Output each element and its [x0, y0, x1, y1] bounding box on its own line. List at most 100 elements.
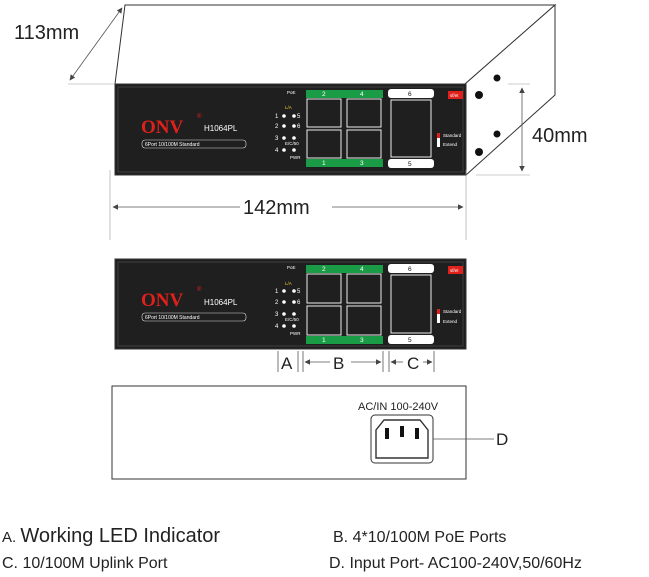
- uplink-port: [390, 274, 432, 334]
- port-number: 2: [322, 266, 326, 273]
- la-label: L/A: [285, 105, 292, 110]
- led-num: 4: [275, 324, 279, 330]
- led-dot: [282, 148, 286, 152]
- legend-text: 4*10/100M PoE Ports: [352, 529, 507, 546]
- led-num: 2: [275, 300, 279, 306]
- switch-option: Standard: [443, 133, 462, 138]
- depth-dimension-line: [69, 7, 123, 81]
- mode-switch: sf/et Standard Extend: [437, 266, 463, 324]
- switch-badge: [448, 266, 463, 274]
- vent-hole: [493, 74, 501, 82]
- switch-option: Standard: [443, 309, 462, 314]
- led-dot: [282, 312, 286, 316]
- led-indicator-group: PoE L/A 1 2 3 4 5 6 E/C/50 PWR: [275, 265, 301, 336]
- brand-logo: ONV: [141, 117, 184, 138]
- led-dot: [282, 289, 286, 293]
- ethernet-port: [306, 305, 342, 336]
- ethernet-port: [306, 129, 342, 159]
- legend-item-c: C. 10/100M Uplink Port: [2, 555, 167, 573]
- registered-mark: ®: [197, 286, 202, 293]
- switch-badge: [448, 91, 463, 99]
- legend-item-d: D. Input Port- AC100-240V,50/60Hz: [329, 555, 582, 573]
- led-dot: [292, 324, 296, 328]
- poe-label: PoE: [287, 90, 296, 95]
- callout-letter-a: A: [281, 354, 293, 373]
- port-label-strip: [306, 336, 383, 344]
- led-dot: [282, 136, 286, 140]
- height-dimension-text: 40mm: [532, 125, 588, 147]
- legend-prefix: B.: [333, 529, 353, 546]
- ethernet-port: [306, 273, 342, 304]
- port-number: 3: [360, 160, 364, 167]
- pwr-label: PWR: [290, 331, 301, 336]
- callout-letter-b: B: [333, 354, 344, 373]
- la-label: L/A: [285, 281, 292, 286]
- callout-letter-d: D: [496, 430, 508, 449]
- poe-label: PoE: [287, 265, 296, 270]
- led-num: 3: [275, 136, 279, 142]
- port-number: 1: [322, 160, 326, 167]
- led-num: 2: [275, 124, 279, 130]
- port-number: 5: [408, 161, 412, 168]
- led-num: 6: [297, 124, 301, 130]
- switch-badge-text: sf/et: [450, 268, 459, 273]
- led-dot: [282, 300, 286, 304]
- led-num: 3: [275, 312, 279, 318]
- led-dot: [292, 300, 296, 304]
- port-label-strip: [388, 335, 434, 344]
- led-num: 6: [297, 300, 301, 306]
- led-num: 1: [275, 114, 279, 120]
- legend-text: Working LED Indicator: [20, 525, 221, 547]
- port-label-strip: [388, 159, 434, 168]
- poe-port-block: 2 4 1 3: [306, 90, 383, 167]
- port-label-strip: [306, 159, 383, 167]
- legend-text: Input Port- AC100-240V,50/60Hz: [349, 555, 582, 572]
- legend-prefix: D.: [329, 555, 350, 572]
- led-dot: [292, 312, 296, 316]
- port-number: 4: [360, 91, 364, 98]
- port-number: 5: [408, 337, 412, 344]
- led-indicator-group: PoE L/A 1 2 3 4 5 6 E/C/50 PWR: [275, 90, 301, 160]
- callout-letter-c: C: [407, 354, 419, 373]
- led-dot: [292, 136, 296, 140]
- model-name: H1064PL: [204, 298, 238, 307]
- led-dot: [292, 289, 296, 293]
- port-number: 6: [408, 266, 412, 273]
- port-label-strip: [388, 264, 434, 273]
- led-dot: [292, 148, 296, 152]
- uplink-port: [390, 99, 432, 158]
- led-num: 4: [275, 148, 279, 154]
- callout-a: A: [277, 351, 299, 373]
- led-dot: [292, 114, 296, 118]
- vent-hole: [493, 130, 501, 138]
- socket-pin: [415, 428, 419, 439]
- port-number: 1: [322, 337, 326, 344]
- led-dot: [292, 124, 296, 128]
- pwr-label: PWR: [290, 155, 301, 160]
- ethernet-port: [306, 98, 342, 128]
- brand-logo: ONV: [141, 290, 184, 311]
- led-num: 5: [297, 114, 301, 120]
- ac-power-socket: [370, 414, 434, 464]
- socket-pin: [400, 426, 404, 437]
- vent-hole: [475, 91, 483, 99]
- ethernet-port: [346, 98, 382, 128]
- callout-c: C: [388, 351, 435, 373]
- uplink-port-block: 6 5: [388, 264, 434, 344]
- vent-hole: [475, 148, 483, 156]
- legend-prefix: A.: [2, 529, 21, 546]
- switch-lever: [437, 309, 440, 323]
- top-3d-view: ONV ® H1064PL 6Port 10/100M Standard PoE…: [14, 3, 588, 240]
- uplink-port-block: 6 5: [388, 89, 434, 168]
- registered-mark: ®: [197, 113, 202, 120]
- ethernet-port: [346, 305, 382, 336]
- slogan: 6Port 10/100M Standard: [145, 142, 200, 148]
- front-panel-view: ONV ® H1064PL 6Port 10/100M Standard PoE…: [114, 258, 467, 373]
- poe-port-block: 2 4 1 3: [306, 265, 383, 344]
- led-num: 5: [297, 289, 301, 295]
- legend-prefix: C.: [2, 555, 23, 572]
- port-label-strip: [306, 90, 383, 98]
- switch-lever: [437, 133, 440, 147]
- port-number: 3: [360, 337, 364, 344]
- legend-text: 10/100M Uplink Port: [22, 555, 168, 572]
